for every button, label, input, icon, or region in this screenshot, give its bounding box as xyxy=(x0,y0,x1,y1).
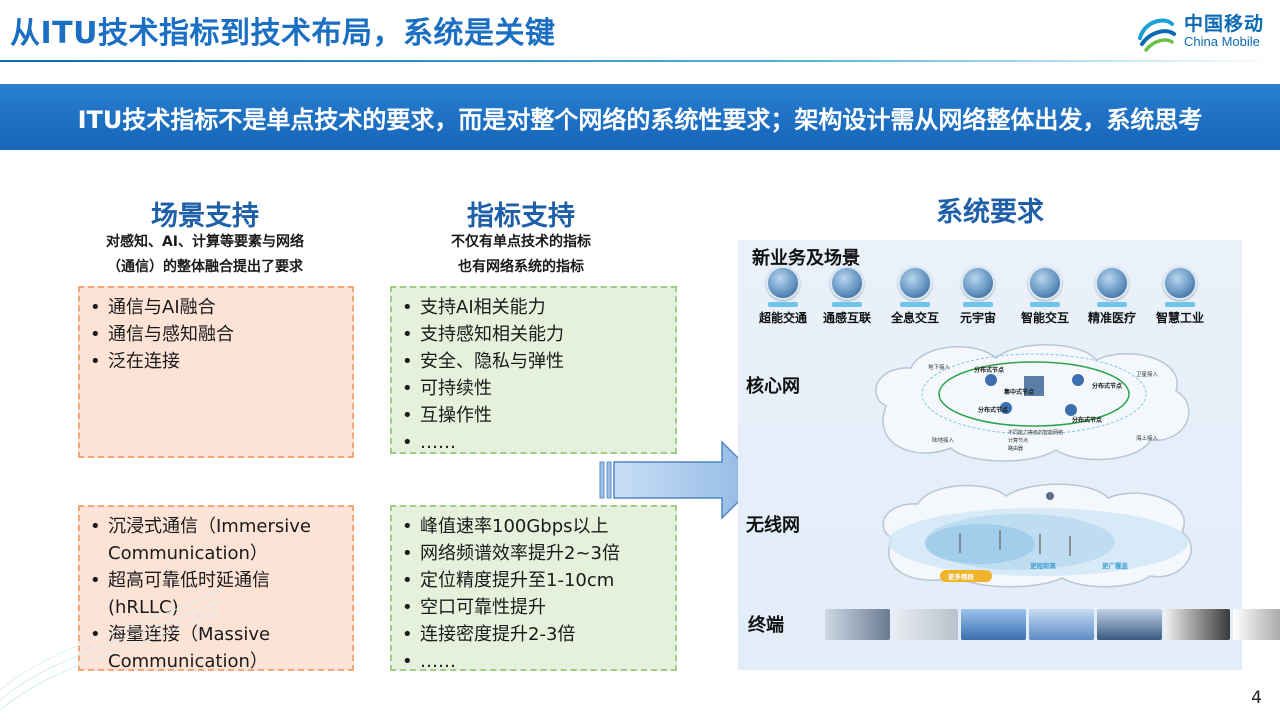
access-label: 陆地接入 xyxy=(932,436,955,444)
metaverse-icon xyxy=(961,266,995,300)
list-item: 通信与AI融合 xyxy=(90,294,342,321)
scenario-item: 智能交互 xyxy=(1009,266,1081,326)
drone-image xyxy=(1029,609,1094,640)
decorative-wave-lines xyxy=(0,589,220,711)
list-item: 支持感知相关能力 xyxy=(402,321,665,348)
metric-subtitle-line-1: 不仅有单点技术的指标 xyxy=(451,234,591,250)
interaction-icon xyxy=(1028,266,1062,300)
scenario-bar xyxy=(768,302,798,307)
list-item: 可持续性 xyxy=(402,375,665,402)
hologram-icon xyxy=(898,266,932,300)
scenario-label: 元宇宙 xyxy=(959,311,996,325)
slide-title: 从ITU技术指标到技术布局，系统是关键 xyxy=(10,16,556,51)
metric-heading-text: 指标支持 xyxy=(467,201,575,232)
list-item: 定位精度提升至1-10cm xyxy=(402,567,665,594)
china-mobile-logo-icon xyxy=(1137,18,1176,52)
wearable-band-image xyxy=(1165,609,1230,640)
scenario-item: 超能交通 xyxy=(747,266,819,326)
distributed-node-label: 分布式节点 xyxy=(1072,416,1102,424)
transport-icon xyxy=(766,266,800,300)
list-item: 互操作性 xyxy=(402,402,665,429)
list-item: 沉浸式通信（Immersive Communication） xyxy=(90,513,342,567)
scenario-box-top: 通信与AI融合 通信与感知融合 泛在连接 xyxy=(78,286,354,458)
scenario-item: 通感互联 xyxy=(811,266,883,326)
scenario-label: 全息交互 xyxy=(890,311,939,325)
list-item: 通信与感知融合 xyxy=(90,321,342,348)
list-item: 网络频谱效率提升2~3倍 xyxy=(402,540,665,567)
scenario-bar xyxy=(963,302,993,307)
title-divider xyxy=(0,60,1280,62)
key-message-banner: ITU技术指标不是单点技术的要求，而是对整个网络的系统性要求；架构设计需从网络整… xyxy=(0,84,1280,150)
terminal-strip xyxy=(825,609,1280,640)
scenario-subtitle: 对感知、AI、计算等要素与网络 （通信）的整体融合提出了要求 xyxy=(80,230,330,280)
industry-icon xyxy=(1163,266,1197,300)
section-label-terminal: 终端 xyxy=(748,615,784,636)
scenario-heading-text: 场景支持 xyxy=(151,201,259,232)
logo-english-text: China Mobile xyxy=(1183,34,1260,50)
list-item: 峰值速率100Gbps以上 xyxy=(402,513,665,540)
list-item: 安全、隐私与弹性 xyxy=(402,348,665,375)
china-mobile-logo: 中国移动 China Mobile xyxy=(1134,10,1264,54)
system-heading: 系统要求 xyxy=(936,197,1044,228)
access-label: 地下接入 xyxy=(928,363,951,371)
metric-subtitle-line-2: 也有网络系统的指标 xyxy=(458,259,584,275)
legend-label: 计算节点 xyxy=(1008,437,1028,444)
distributed-node-label: 分布式节点 xyxy=(1092,382,1122,390)
road-vehicle-image xyxy=(961,609,1026,640)
metric-box-top: 支持AI相关能力 支持感知相关能力 安全、隐私与弹性 可持续性 互操作性 …… xyxy=(390,286,677,456)
scenario-bar xyxy=(1030,302,1060,307)
scenario-label: 精准医疗 xyxy=(1087,311,1136,325)
central-node-label: 集中式节点 xyxy=(1003,388,1034,396)
section-label-wireless: 无线网 xyxy=(746,515,800,536)
scenario-bar xyxy=(832,302,862,307)
scenario-label: 智能交互 xyxy=(1020,311,1069,325)
distributed-node-label: 分布式节点 xyxy=(978,406,1008,414)
distributed-node-label: 分布式节点 xyxy=(974,366,1004,374)
smartwatch-image xyxy=(825,609,890,640)
ship-image xyxy=(1097,609,1162,640)
wireless-label: 更广覆盖 xyxy=(1102,561,1129,570)
scenario-item: 智慧工业 xyxy=(1144,266,1216,326)
wireless-label: 更多频段 xyxy=(948,572,975,581)
scenario-item: 精准医疗 xyxy=(1076,266,1148,326)
scenario-label: 超能交通 xyxy=(758,311,807,325)
page-number: 4 xyxy=(1251,688,1262,708)
helmet-image xyxy=(893,609,958,640)
scenario-heading: 场景支持 xyxy=(80,194,330,233)
scenario-label: 智慧工业 xyxy=(1155,311,1204,325)
list-item: 空口可靠性提升 xyxy=(402,594,665,621)
list-item: 泛在连接 xyxy=(90,348,342,375)
legend-label: 路由器 xyxy=(1008,445,1023,452)
list-item: 支持AI相关能力 xyxy=(402,294,665,321)
wireless-label: 更短距离 xyxy=(1030,561,1057,570)
scenario-subtitle-line-2: （通信）的整体融合提出了要求 xyxy=(107,259,303,275)
metric-box-bottom: 峰值速率100Gbps以上 网络频谱效率提升2~3倍 定位精度提升至1-10cm… xyxy=(390,505,677,675)
scenario-label: 通感互联 xyxy=(822,311,871,325)
vr-glasses-image xyxy=(1233,609,1280,640)
scenario-subtitle-line-1: 对感知、AI、计算等要素与网络 xyxy=(105,234,305,250)
legend-label: 不同能力等级的智能网络 xyxy=(1008,429,1063,436)
logo-chinese-text: 中国移动 xyxy=(1183,13,1264,36)
scenario-bar xyxy=(1165,302,1195,307)
scenario-item: 元宇宙 xyxy=(942,266,1014,326)
scenario-bar xyxy=(900,302,930,307)
access-label: 卫星接入 xyxy=(1136,370,1159,378)
sensing-icon xyxy=(830,266,864,300)
list-item: 超高可靠低时延通信 (hRLLC) xyxy=(90,567,342,621)
section-label-scenarios: 新业务及场景 xyxy=(752,248,860,269)
core-network-diagram: 集中式节点 分布式节点 分布式节点 分布式节点 分布式节点 地下接入 卫星接入 … xyxy=(875,344,1190,462)
scenario-item: 全息交互 xyxy=(879,266,951,326)
metric-subtitle: 不仅有单点技术的指标 也有网络系统的指标 xyxy=(396,230,646,280)
medical-icon xyxy=(1095,266,1129,300)
wireless-network-diagram: 更多频段 更短距离 更广覆盖 xyxy=(882,483,1192,588)
list-item: …… xyxy=(402,429,665,456)
section-label-core: 核心网 xyxy=(746,376,800,397)
list-item: …… xyxy=(402,648,665,675)
list-item: 连接密度提升2-3倍 xyxy=(402,621,665,648)
metric-heading: 指标支持 xyxy=(396,194,646,233)
access-label: 海上接入 xyxy=(1136,434,1159,442)
scenario-bar xyxy=(1097,302,1127,307)
